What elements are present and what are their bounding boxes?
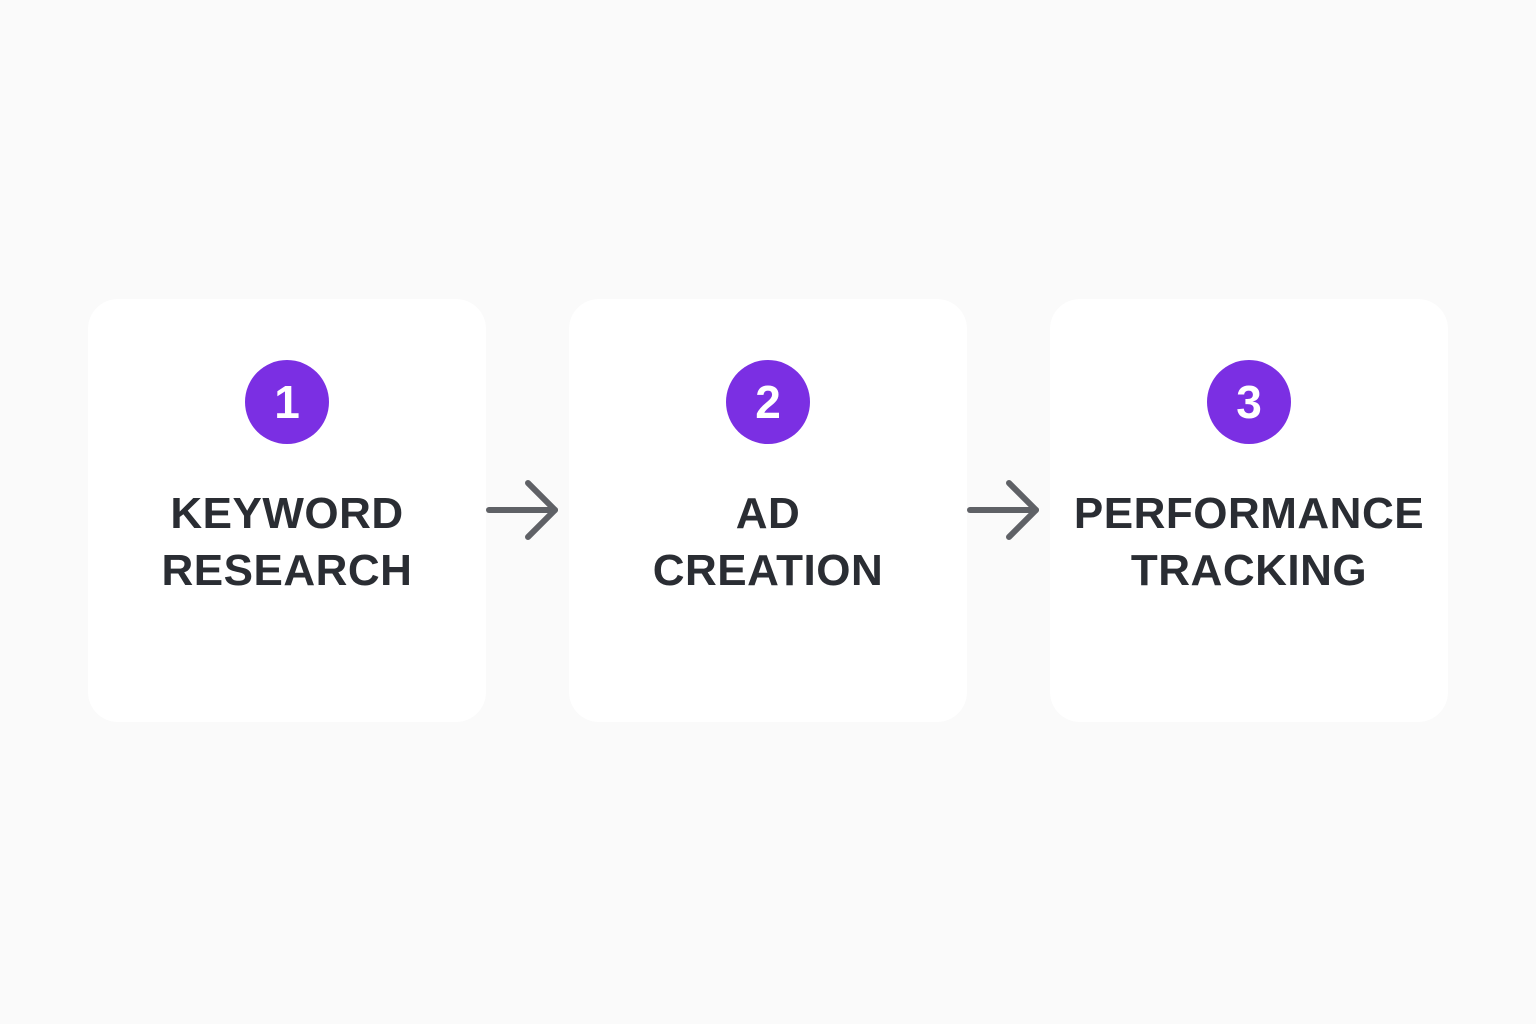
step-title-line: RESEARCH [161, 546, 413, 595]
step-title-line: KEYWORD [170, 489, 404, 538]
step-number-badge: 2 [726, 360, 810, 444]
step-title-line: PERFORMANCE [1073, 489, 1425, 538]
step-card-performance-tracking: 3 PERFORMANCE TRACKING [1050, 299, 1448, 722]
arrow-right-icon [486, 480, 558, 540]
step-title: KEYWORD RESEARCH [88, 485, 486, 599]
step-title: PERFORMANCE TRACKING [1050, 485, 1448, 599]
step-number-badge: 1 [245, 360, 329, 444]
arrow-right-icon [967, 480, 1039, 540]
step-title-line: CREATION [652, 546, 884, 595]
step-title: AD CREATION [569, 485, 967, 599]
step-title-line: TRACKING [1130, 546, 1368, 595]
step-number-badge: 3 [1207, 360, 1291, 444]
step-title-line: AD [735, 489, 801, 538]
step-card-ad-creation: 2 AD CREATION [569, 299, 967, 722]
step-card-keyword-research: 1 KEYWORD RESEARCH [88, 299, 486, 722]
